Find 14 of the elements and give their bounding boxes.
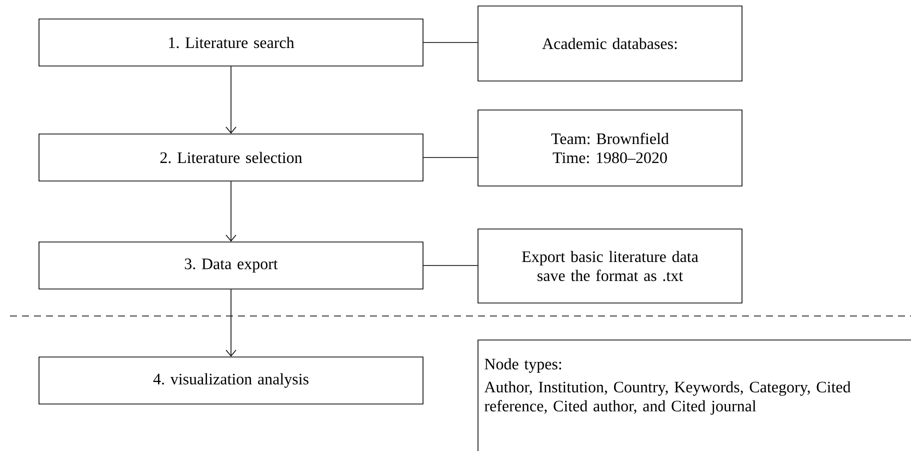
info-box: Node types: Author, Institution, Country, Keywords, Category, Cited reference, Cited author, and Cited journal bbox=[478, 340, 911, 451]
info-box: Academic databases: bbox=[478, 6, 742, 82]
step-box: 3. Data export bbox=[38, 242, 424, 290]
arrow bbox=[226, 66, 236, 134]
step-box: 1. Literature search bbox=[38, 18, 424, 66]
connector-line bbox=[423, 157, 478, 158]
step-box: 2. Literature selection bbox=[38, 134, 424, 182]
info-box: Team: Brownfield Time: 1980–2020 bbox=[478, 110, 742, 186]
connector-line bbox=[423, 42, 478, 43]
info-box: Export basic literature data save the format as .txt bbox=[478, 228, 742, 304]
arrow bbox=[226, 181, 236, 242]
connector-line bbox=[423, 265, 478, 266]
arrow bbox=[226, 289, 236, 357]
step-box: 4. visualization analysis bbox=[38, 356, 424, 404]
